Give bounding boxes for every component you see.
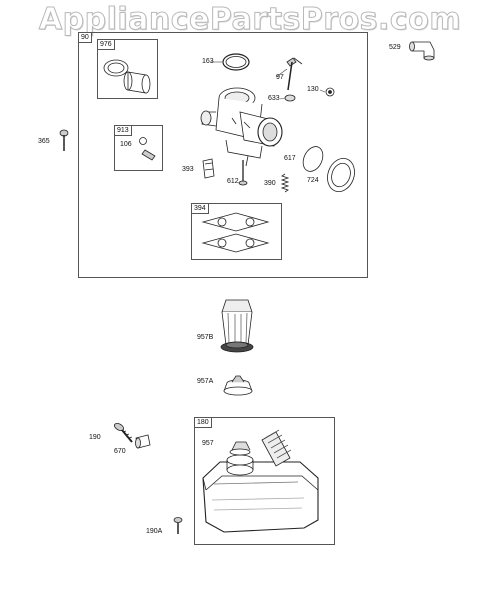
part-670-drawing xyxy=(135,434,151,449)
part-label-529[interactable]: 529 xyxy=(389,44,401,51)
group-box-913: 913 xyxy=(114,125,163,171)
group-box-394: 394 xyxy=(191,203,282,260)
part-label-612[interactable]: 612 xyxy=(227,178,239,185)
leader-lines xyxy=(211,61,326,100)
part-190-drawing xyxy=(114,422,133,443)
part-365-drawing xyxy=(59,129,69,151)
part-976-drawing xyxy=(103,59,151,94)
group-label-carburetor: 90 xyxy=(79,33,92,43)
part-label-724[interactable]: 724 xyxy=(307,177,319,184)
part-label-130[interactable]: 130 xyxy=(307,86,319,93)
group-box-180: 180 xyxy=(194,417,335,545)
part-612-drawing xyxy=(238,160,248,186)
part-163-drawing xyxy=(222,53,250,71)
part-390-drawing xyxy=(280,173,290,193)
group-label-913: 913 xyxy=(115,126,132,136)
group-label-180: 180 xyxy=(195,418,212,428)
part-180-tank-drawing xyxy=(202,429,319,533)
part-130-drawing xyxy=(325,87,335,97)
part-617-drawing xyxy=(302,146,324,172)
group-box-976: 976 xyxy=(97,39,158,99)
part-106-drawing xyxy=(139,137,156,161)
part-label-163[interactable]: 163 xyxy=(202,58,214,65)
part-label-97[interactable]: 97 xyxy=(276,74,284,81)
part-label-957B[interactable]: 957B xyxy=(197,334,214,341)
part-529-drawing xyxy=(409,41,435,61)
part-724-drawing xyxy=(327,158,355,192)
part-label-190[interactable]: 190 xyxy=(89,434,101,441)
part-label-617[interactable]: 617 xyxy=(284,155,296,162)
part-label-190A[interactable]: 190A xyxy=(146,528,163,535)
part-label-106[interactable]: 106 xyxy=(120,141,132,148)
group-label-976: 976 xyxy=(98,40,115,50)
watermark-text: AppliancePartsPros.com xyxy=(38,2,462,38)
part-957A-drawing xyxy=(223,375,253,396)
group-label-394: 394 xyxy=(192,204,209,214)
part-label-670[interactable]: 670 xyxy=(114,448,126,455)
carburetor-drawing xyxy=(200,87,283,167)
part-label-957A[interactable]: 957A xyxy=(197,378,214,385)
part-label-390[interactable]: 390 xyxy=(264,180,276,187)
part-190A-drawing xyxy=(173,517,183,534)
part-97-drawing xyxy=(286,57,303,91)
part-label-365[interactable]: 365 xyxy=(38,138,50,145)
part-393-drawing xyxy=(202,158,215,179)
part-label-957[interactable]: 957 xyxy=(202,440,214,447)
part-label-393[interactable]: 393 xyxy=(182,166,194,173)
part-957B-drawing xyxy=(220,299,254,353)
group-box-carburetor: 90 xyxy=(78,32,368,278)
part-label-633[interactable]: 633 xyxy=(268,95,280,102)
part-394-drawing xyxy=(201,212,270,253)
